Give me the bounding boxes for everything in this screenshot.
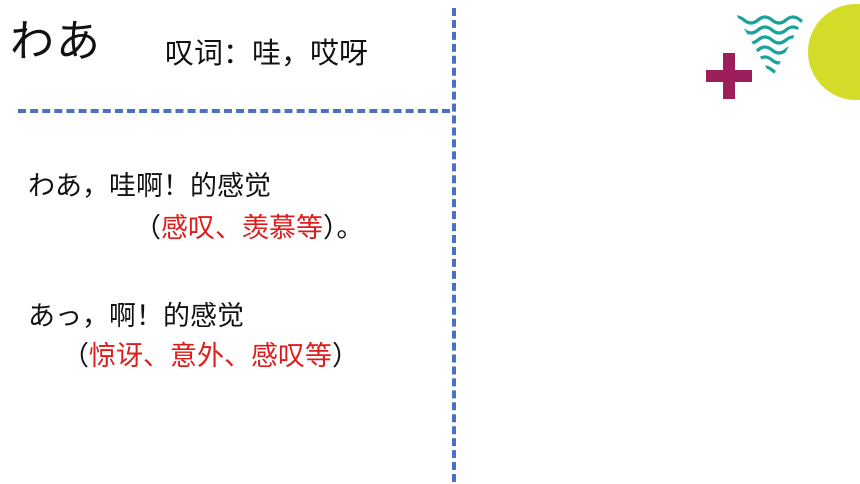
plus-icon xyxy=(706,53,752,99)
lime-circle-icon xyxy=(808,4,860,100)
paren-close: ） xyxy=(332,341,359,372)
teal-wave-triangle-icon xyxy=(736,15,806,75)
vocab-definition: 叹词：哇，哎呀 xyxy=(165,36,369,70)
explanation-2-line-2: （惊讶、意外、感叹等） xyxy=(62,338,359,376)
paren-open: （ xyxy=(62,341,89,372)
vocab-word: わあ xyxy=(10,16,102,67)
horizontal-dashed-divider xyxy=(18,109,450,113)
paren-open: （ xyxy=(134,213,161,244)
paren-close: ）。 xyxy=(323,213,364,244)
vertical-dashed-divider xyxy=(452,8,456,482)
explanation-1-emphasis: 感叹、羡慕等 xyxy=(161,213,323,244)
explanation-2-emphasis: 惊讶、意外、感叹等 xyxy=(89,341,332,372)
explanation-2-line-1: あっ，啊！的感觉 xyxy=(28,301,244,332)
explanation-1-line-1: わあ，哇啊！的感觉 xyxy=(28,171,271,202)
decorative-shapes xyxy=(706,4,860,100)
explanation-1-line-2: （感叹、羡慕等）。 xyxy=(134,210,364,248)
